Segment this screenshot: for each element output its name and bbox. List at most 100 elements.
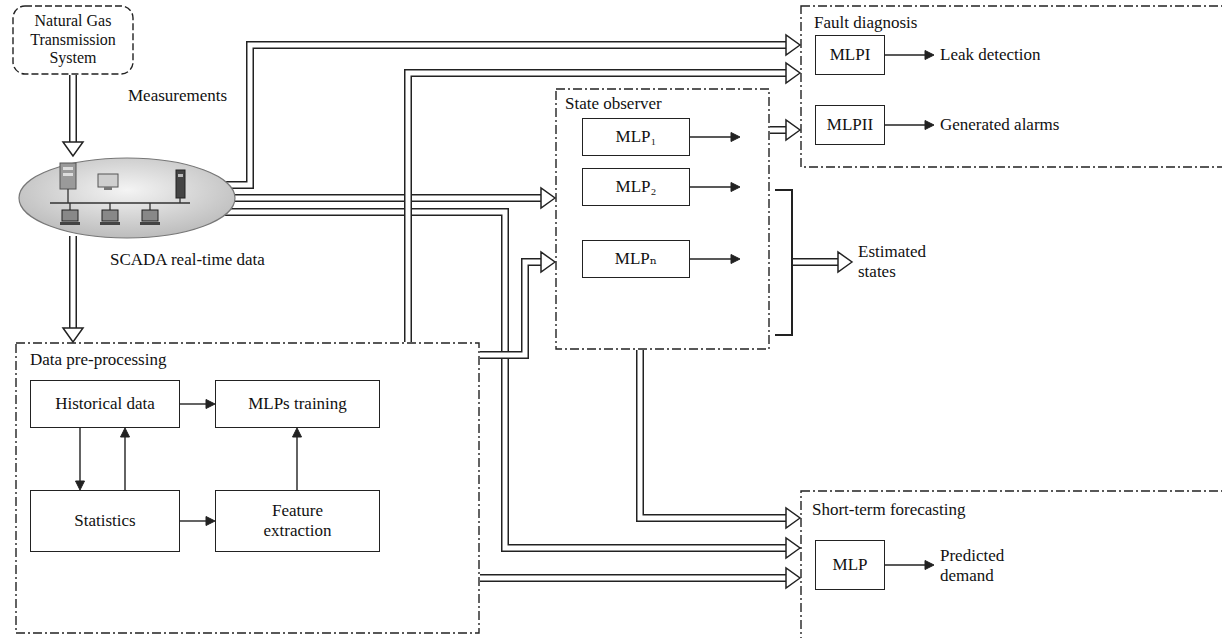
connector-line	[690, 258, 731, 259]
server-icon	[60, 163, 76, 189]
connector-core	[792, 260, 838, 265]
arrowhead	[76, 481, 85, 490]
connector-outline	[480, 574, 786, 582]
scada-ellipse	[19, 158, 235, 238]
border	[556, 89, 769, 349]
box-label: MLPₙ	[615, 249, 657, 269]
connector-outline	[480, 262, 541, 355]
group-panel: Fault diagnosisMLPI MLPII	[800, 5, 1222, 168]
process-box: MLPₙ	[582, 240, 690, 278]
connector-line	[296, 437, 297, 490]
annotation: Leak detection	[940, 45, 1041, 65]
arrowhead	[925, 121, 934, 130]
process-box: MLPII	[815, 105, 885, 145]
bracket	[775, 190, 792, 335]
arrowhead	[206, 400, 215, 409]
border	[801, 491, 1222, 638]
output-arrow	[690, 183, 740, 192]
data-wire	[225, 35, 800, 185]
connector-line	[690, 186, 731, 187]
connector-core	[640, 350, 786, 518]
connector	[640, 350, 800, 528]
arrowhead	[541, 252, 555, 272]
connector-outline	[770, 126, 786, 134]
arrowhead	[731, 133, 740, 142]
process-box: Feature extraction	[215, 490, 380, 552]
connector-line	[124, 437, 125, 490]
annotation: Predicted demand	[940, 546, 1030, 585]
arrowhead	[786, 120, 800, 140]
arrowhead	[731, 255, 740, 264]
output-arrow	[690, 255, 740, 264]
computer-icon	[142, 210, 158, 221]
data-wire	[792, 252, 852, 272]
data-wire	[63, 236, 83, 342]
box-label: Feature extraction	[248, 501, 348, 540]
group-panel: Data pre-processingHistorical data MLPs t…	[15, 342, 480, 634]
computer-icon	[102, 210, 118, 221]
output-arrow	[690, 133, 740, 142]
connector-core	[232, 196, 541, 201]
network-bus	[50, 189, 190, 210]
connector	[770, 120, 800, 140]
arrowhead	[63, 328, 83, 342]
connector-core	[71, 236, 76, 328]
output-arrow	[885, 121, 934, 130]
annotation: Estimated states	[858, 242, 948, 281]
connector-core	[71, 75, 76, 142]
annotation: Measurements	[128, 86, 227, 106]
border	[16, 343, 479, 633]
keyboard-icon	[100, 222, 120, 225]
group-heading: Short-term forecasting	[812, 500, 965, 520]
arrowhead	[786, 568, 800, 588]
data-wire	[232, 188, 555, 208]
group-heading: Data pre-processing	[30, 350, 166, 370]
group-heading: Fault diagnosis	[814, 13, 917, 33]
process-box: MLPI	[815, 35, 885, 75]
connector-core	[480, 576, 786, 581]
connector	[293, 428, 302, 490]
connector	[121, 428, 130, 490]
arrowhead	[925, 561, 934, 570]
box-label: MLP	[833, 555, 868, 575]
process-box: MLP₂	[582, 168, 690, 206]
output-arrow	[885, 51, 934, 60]
connector-outline	[232, 194, 541, 202]
connector-line	[79, 428, 80, 481]
box-label: MLPI	[830, 45, 871, 65]
arrowhead	[786, 35, 800, 55]
box-label: MLP₂	[616, 177, 657, 197]
keyboard-icon	[60, 222, 80, 225]
arrowhead	[838, 252, 852, 272]
group-panel: Short-term forecastingMLP	[800, 490, 1222, 638]
annotation: Generated alarms	[940, 115, 1059, 135]
box-label: MLPs training	[248, 394, 347, 414]
output-arrow	[885, 561, 934, 570]
arrowhead	[731, 183, 740, 192]
arrowhead	[293, 428, 302, 437]
connector-line	[690, 136, 731, 137]
box-label: MLP₁	[616, 127, 657, 147]
connector	[408, 63, 800, 342]
tower-icon	[176, 170, 185, 198]
connector-line	[885, 54, 925, 55]
connector-outline	[225, 45, 786, 185]
computer-icon	[62, 210, 78, 221]
scada-illustration	[19, 158, 235, 238]
connector-line	[885, 124, 925, 125]
process-box: MLP₁	[582, 118, 690, 156]
connector-outline	[792, 258, 838, 266]
connector-outline	[640, 350, 786, 518]
arrowhead	[541, 188, 555, 208]
arrowhead	[786, 63, 800, 83]
data-wire	[63, 75, 83, 156]
connector	[76, 428, 85, 490]
box-label: Historical data	[55, 394, 155, 414]
connector-line	[885, 564, 925, 565]
connector	[480, 252, 555, 355]
arrowhead	[63, 142, 83, 156]
arrowhead	[925, 51, 934, 60]
server-slot	[63, 167, 73, 170]
connector-core	[408, 73, 786, 342]
